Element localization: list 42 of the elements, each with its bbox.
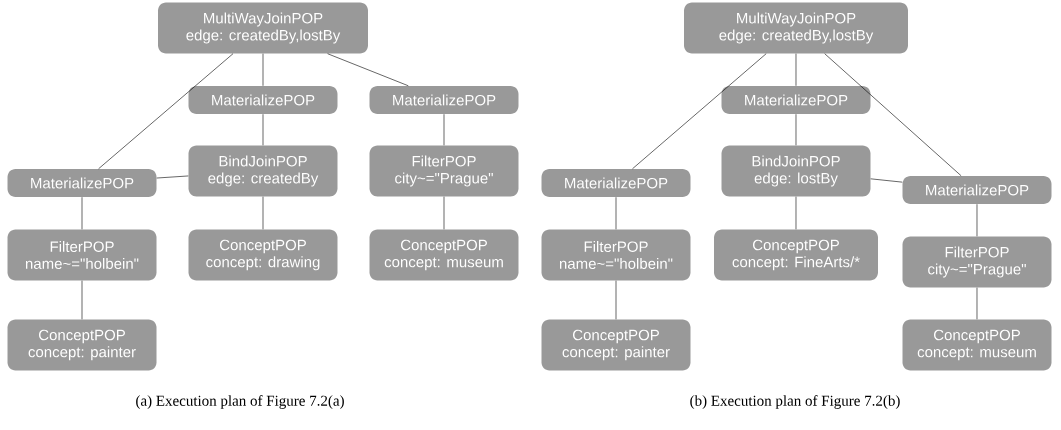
connector-line — [795, 113, 797, 146]
process-box: ConceptPOP concept: museum — [902, 319, 1052, 371]
process-box: ConceptPOP concept: museum — [369, 229, 519, 281]
connector-line — [262, 113, 264, 146]
process-box: FilterPOP name~="holbein" — [541, 229, 691, 281]
connector-line — [262, 53, 264, 87]
connector-line — [327, 53, 409, 87]
connector-line — [262, 196, 264, 230]
connector-line — [156, 175, 189, 179]
process-box: MaterializePOP — [902, 176, 1052, 204]
connector-line — [615, 280, 617, 320]
connector-line — [443, 113, 445, 146]
process-box: FilterPOP city~="Prague" — [369, 145, 519, 197]
connector-line — [976, 203, 978, 237]
connector-line — [976, 287, 978, 320]
process-box: MaterializePOP — [721, 86, 871, 114]
connector-line — [795, 196, 797, 230]
connector-line — [824, 53, 962, 177]
process-box: ConceptPOP concept: FineArts/* — [714, 229, 878, 281]
process-box: BindJoinPOP edge: lostBy — [721, 145, 871, 197]
process-box: MaterializePOP — [541, 169, 691, 197]
connector-line — [795, 53, 797, 87]
connector-line — [81, 196, 83, 230]
connector-line — [98, 53, 234, 170]
process-box: ConceptPOP concept: painter — [7, 319, 157, 371]
process-box: FilterPOP name~="holbein" — [7, 229, 157, 281]
process-box: ConceptPOP concept: painter — [541, 319, 691, 371]
figure-caption: (a) Execution plan of Figure 7.2(a) — [136, 395, 344, 409]
process-box: MultiWayJoinPOP edge: createdBy,lostBy — [158, 2, 368, 54]
connector-line — [870, 178, 903, 183]
connector-line — [615, 196, 617, 230]
connector-line — [632, 53, 767, 170]
process-box: MaterializePOP — [188, 86, 338, 114]
process-box: MaterializePOP — [7, 169, 157, 197]
connector-line — [81, 280, 83, 320]
process-box: MultiWayJoinPOP edge: createdBy,lostBy — [684, 2, 908, 54]
connector-line — [443, 196, 445, 230]
process-box: BindJoinPOP edge: createdBy — [188, 145, 338, 197]
process-box: ConceptPOP concept: drawing — [188, 229, 338, 281]
figure-caption: (b) Execution plan of Figure 7.2(b) — [690, 395, 900, 409]
process-box: MaterializePOP — [369, 86, 519, 114]
process-box: FilterPOP city~="Prague" — [902, 236, 1052, 288]
